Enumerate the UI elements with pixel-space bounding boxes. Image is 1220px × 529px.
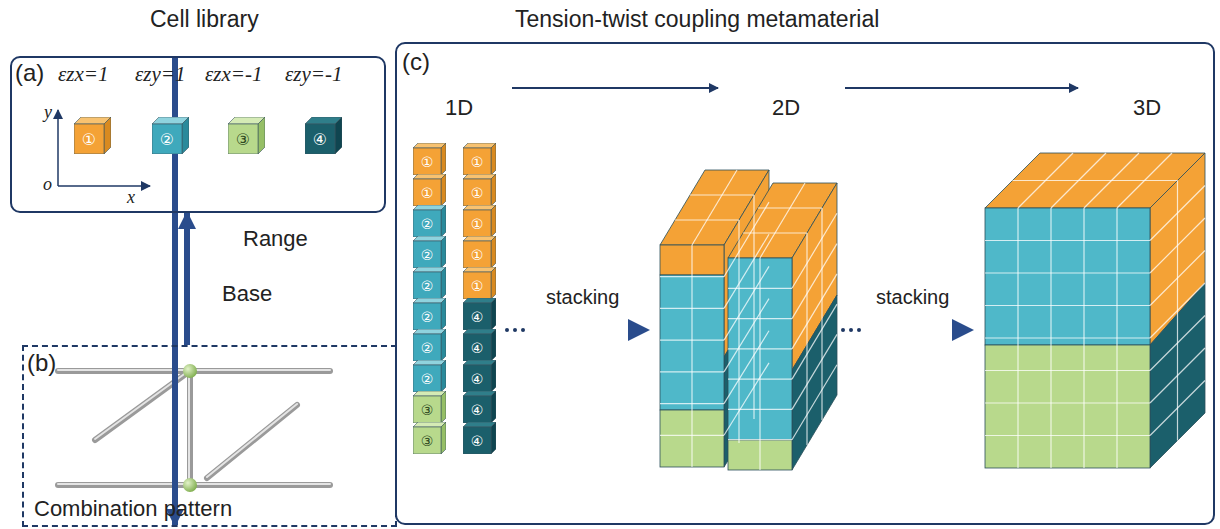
connector-arrow <box>184 213 190 345</box>
cell-number: ① <box>463 210 491 237</box>
combination-pattern <box>58 364 330 492</box>
axes <box>58 110 150 186</box>
cell-number: ② <box>413 272 441 299</box>
stacked-cell: ① <box>463 267 496 299</box>
cell-number: ③ <box>413 427 441 454</box>
stacked-cell: ① <box>463 236 496 268</box>
stacked-cell: ① <box>413 143 446 175</box>
cell-number: ① <box>463 241 491 268</box>
cell-number: ② <box>152 124 182 154</box>
stacked-cell: ① <box>463 174 496 206</box>
cell-number: ④ <box>463 427 491 454</box>
panel-label: (c) <box>402 48 430 76</box>
stacked-cell: ④ <box>463 391 496 423</box>
strain-label: εzy=1 <box>135 62 185 86</box>
cell-number: ④ <box>463 334 491 361</box>
stacked-cell: ④ <box>463 298 496 330</box>
panel-heading: Tension-twist coupling metamaterial <box>515 6 879 32</box>
cell-number: ① <box>74 124 104 154</box>
panel-label: (a) <box>15 59 44 87</box>
cell-number: ① <box>413 179 441 206</box>
cell-number: ② <box>413 303 441 330</box>
stacked-cell: ③ <box>413 391 446 423</box>
progression-arrows <box>512 88 1078 89</box>
cell-number: ① <box>463 148 491 175</box>
dimension-label: 2D <box>772 95 800 120</box>
cell-grid <box>660 153 1205 470</box>
stacked-cell: ② <box>413 360 446 392</box>
stacked-cell: ① <box>463 143 496 175</box>
dimension-label: 3D <box>1133 95 1161 120</box>
stacked-cell: ③ <box>413 422 446 454</box>
connector-label: Range <box>243 226 308 251</box>
panel: (b) Combination pattern <box>22 345 397 527</box>
cell-number: ④ <box>463 365 491 392</box>
axis-label: y <box>44 102 52 123</box>
stacked-cell: ② <box>413 329 446 361</box>
cell-number: ② <box>413 210 441 237</box>
cell-number: ① <box>463 272 491 299</box>
stacked-cell: ② <box>413 205 446 237</box>
cell-number: ② <box>413 365 441 392</box>
unit-cell: ① <box>74 117 111 154</box>
panel-heading: Cell library <box>150 6 259 32</box>
panel-label: (b) <box>27 349 56 377</box>
stacked-cell: ④ <box>463 422 496 454</box>
cell-number: ① <box>463 179 491 206</box>
unit-cell: ② <box>152 117 189 154</box>
cell-number: ① <box>413 148 441 175</box>
stacking-label: stacking <box>546 286 619 309</box>
slab-2d <box>728 183 837 470</box>
strain-label: εzy=-1 <box>285 62 342 86</box>
stacked-cell: ① <box>413 174 446 206</box>
cell-number: ② <box>413 334 441 361</box>
cell-number: ④ <box>463 303 491 330</box>
stacked-cell: ② <box>413 298 446 330</box>
unit-cell: ③ <box>228 117 265 154</box>
connector-label: Base <box>222 281 272 306</box>
panel-label: Combination pattern <box>34 496 232 521</box>
block-3d <box>985 153 1205 468</box>
cell-number: ② <box>413 241 441 268</box>
cell-number: ③ <box>413 396 441 423</box>
stacked-cell: ④ <box>463 360 496 392</box>
stacked-cell: ② <box>413 236 446 268</box>
dimension-label: 1D <box>445 95 473 120</box>
stacked-cell: ② <box>413 267 446 299</box>
stacking-label: stacking <box>876 286 949 309</box>
strain-label: εzx=-1 <box>205 62 262 86</box>
panel: Tension-twist coupling metamaterial(c)①①… <box>395 42 1215 525</box>
stacked-cell: ① <box>463 205 496 237</box>
cell-number: ③ <box>228 124 258 154</box>
stacked-cell: ④ <box>463 329 496 361</box>
strain-label: εzx=1 <box>58 62 108 86</box>
axis-label: o <box>43 174 52 195</box>
cell-number: ④ <box>463 396 491 423</box>
axis-label: x <box>127 187 135 208</box>
unit-cell: ④ <box>305 117 342 154</box>
cell-number: ④ <box>305 124 335 154</box>
